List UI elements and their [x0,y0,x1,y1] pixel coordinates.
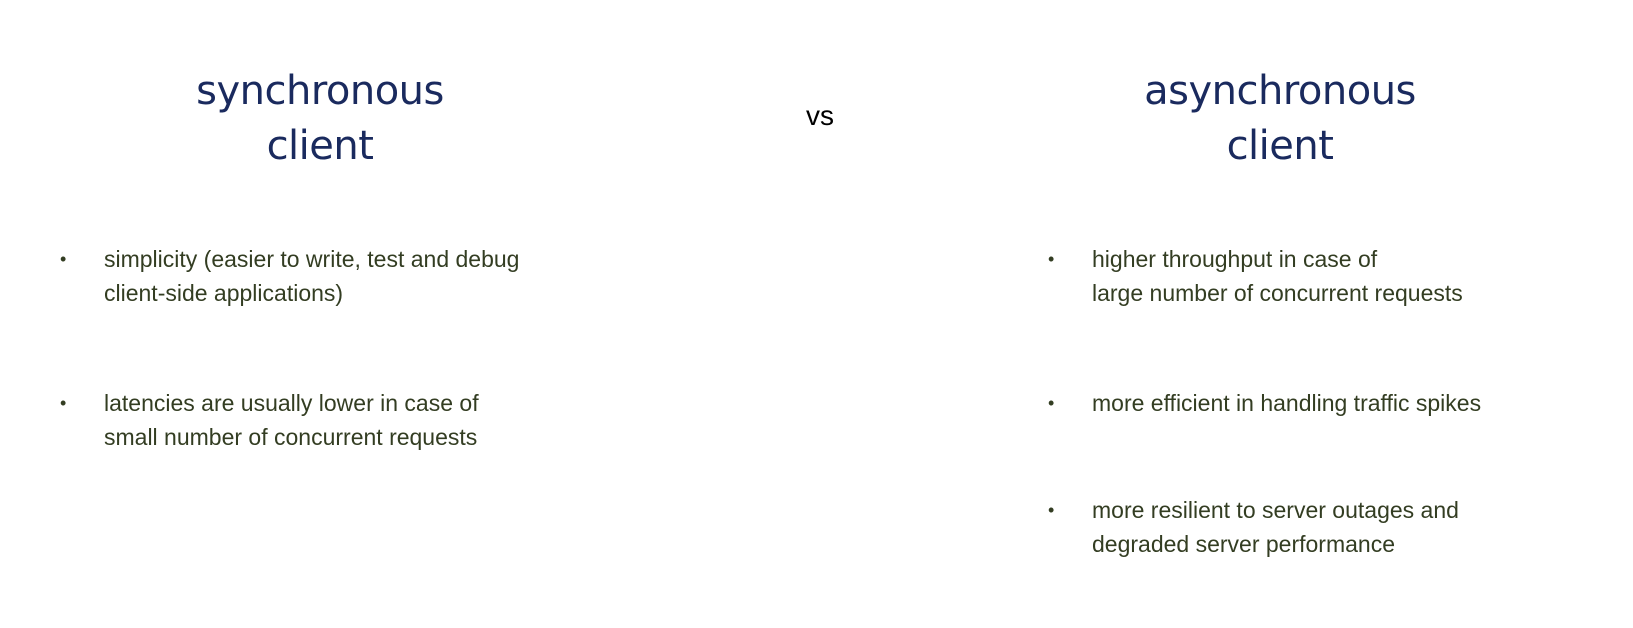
bullet-text-line2: large number of concurrent requests [1092,280,1463,306]
synchronous-client-heading: synchronous client [160,64,480,174]
bullet-text-line2: small number of concurrent requests [104,424,478,450]
list-item: • higher throughput in case of large num… [1048,242,1608,386]
bullet-icon: • [1048,393,1055,413]
synchronous-benefits-list: • simplicity (easier to write, test and … [60,242,620,496]
list-item: • more resilient to server outages and d… [1048,493,1608,603]
bullet-text-line2: degraded server performance [1092,531,1395,557]
bullet-icon: • [1048,249,1055,269]
asynchronous-client-heading: asynchronous client [1120,64,1440,174]
left-heading-line2: client [266,123,374,169]
asynchronous-benefits-list: • higher throughput in case of large num… [1048,242,1608,603]
list-item: • simplicity (easier to write, test and … [60,242,620,386]
bullet-text-line1: latencies are usually lower in case of [104,390,479,416]
bullet-text-line2: client-side applications) [104,280,344,306]
bullet-text-line1: simplicity (easier to write, test and de… [104,246,520,272]
bullet-icon: • [60,393,67,413]
vs-label: vs [806,100,834,131]
list-item: • latencies are usually lower in case of… [60,386,620,496]
list-item: • more efficient in handling traffic spi… [1048,386,1608,493]
bullet-text-line1: more efficient in handling traffic spike… [1092,390,1482,416]
bullet-text-line1: more resilient to server outages and [1092,497,1459,523]
bullet-icon: • [1048,500,1055,520]
right-heading-line2: client [1226,123,1334,169]
bullet-icon: • [60,249,67,269]
left-heading-line1: synchronous [196,68,444,114]
right-heading-line1: asynchronous [1144,68,1416,114]
bullet-text-line1: higher throughput in case of [1092,246,1378,272]
